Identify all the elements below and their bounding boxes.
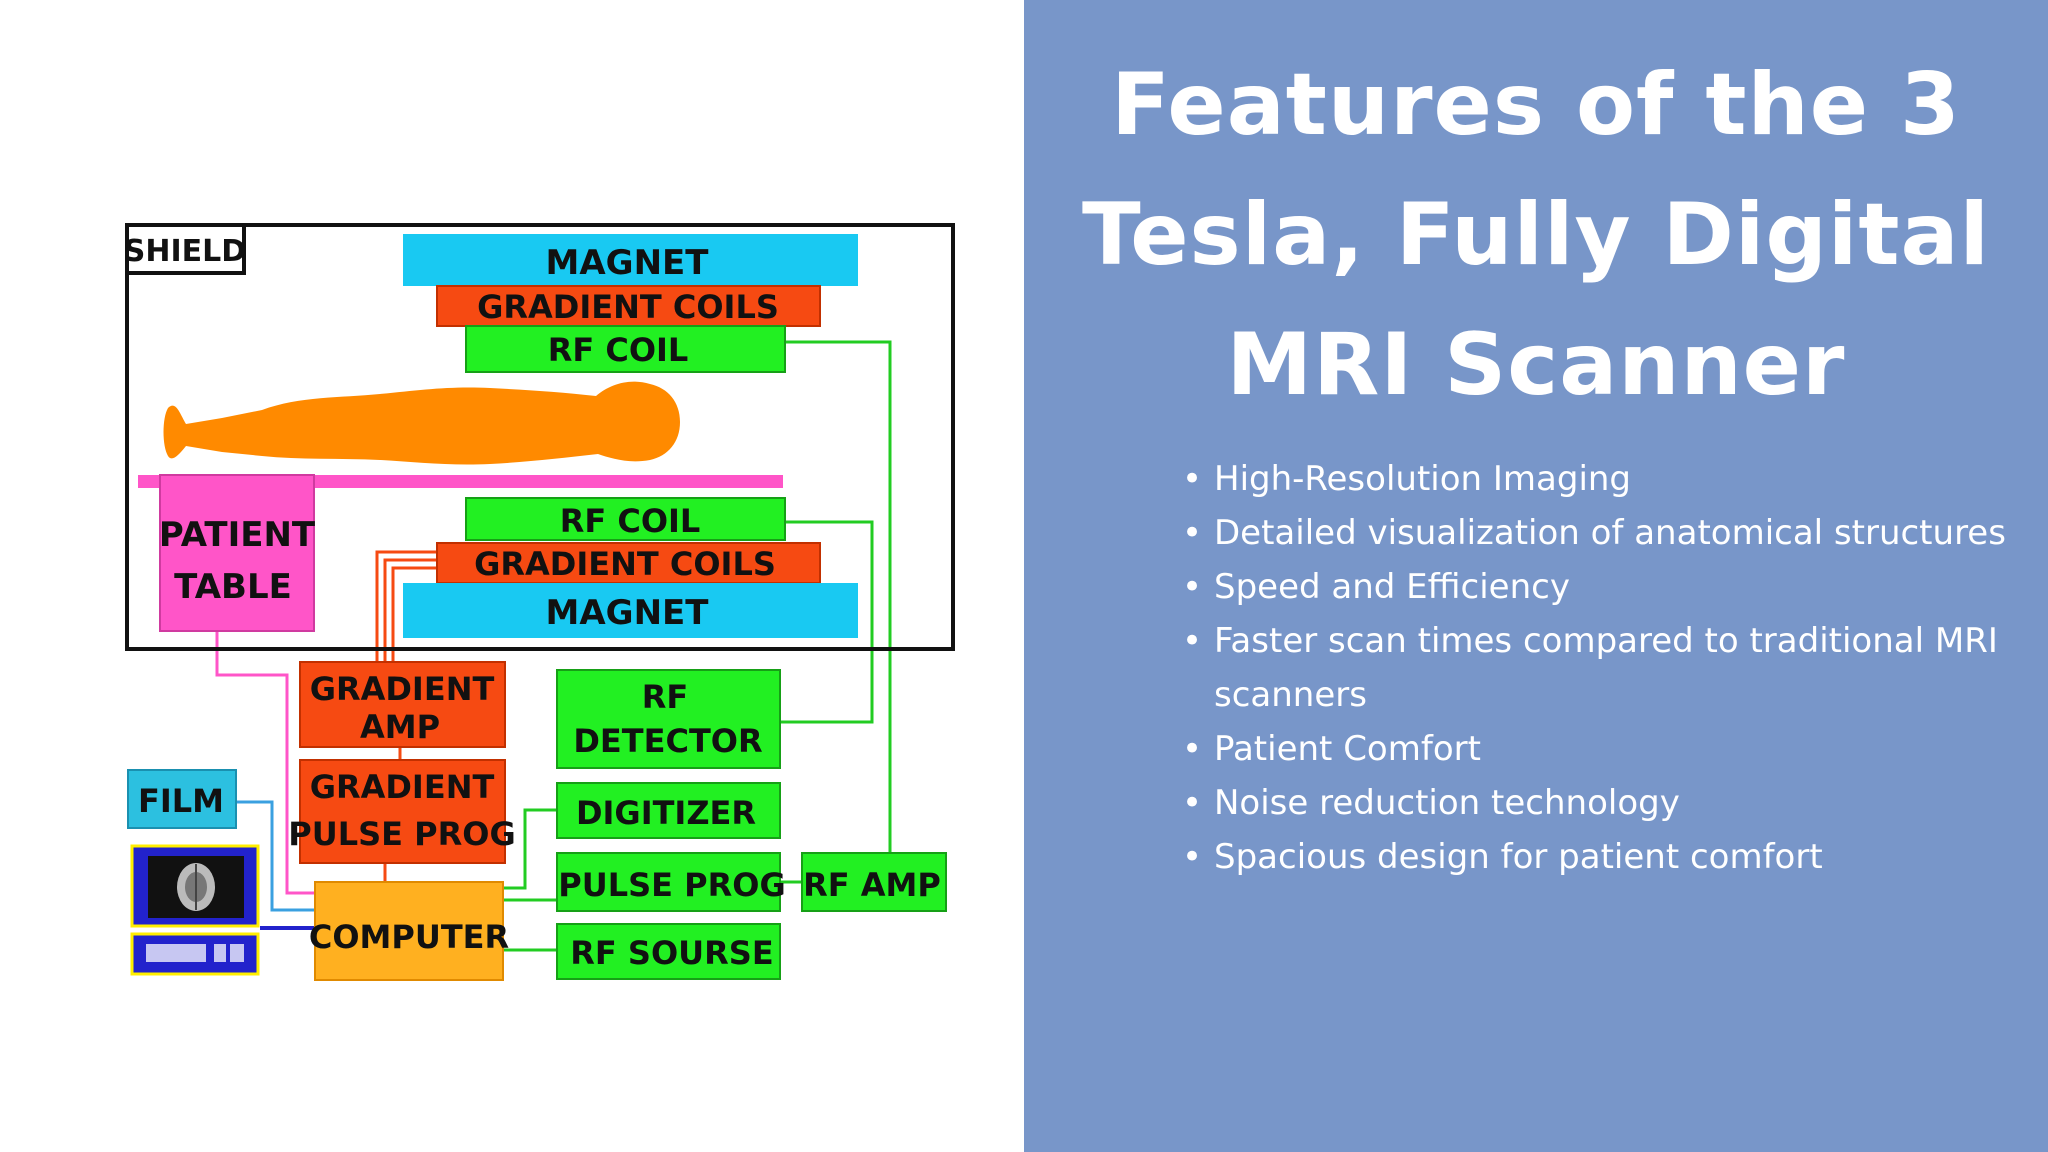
shield-label-box (125, 223, 246, 275)
rf-amp-label: RF AMP (803, 866, 941, 904)
gradient-amp-label-2: AMP (360, 708, 440, 746)
film-label: FILM (138, 782, 224, 820)
rf-coil-bottom-box (465, 497, 786, 541)
rf-detector-box (556, 669, 781, 769)
keyboard-icon (130, 932, 260, 976)
rf-detector-label-2: DETECTOR (573, 722, 762, 760)
rf-amp-box (801, 852, 947, 912)
line-gradcoil-to-gradamp-2 (383, 558, 437, 662)
computer-label: COMPUTER (309, 918, 509, 956)
line-rfcoil-top-to-rfamp (785, 340, 892, 855)
shield-enclosure (125, 223, 955, 651)
rf-source-label: RF SOURSE (570, 934, 773, 972)
line-table-to-computer (215, 632, 315, 895)
feature-item: Spacious design for patient comfort (1182, 830, 2014, 884)
patient-table-box (159, 474, 315, 632)
rf-coil-bottom-label: RF COIL (560, 502, 701, 540)
feature-item: Noise reduction technology (1182, 776, 2014, 830)
line-film-to-computer (236, 800, 315, 912)
shield-label: SHIELD (124, 234, 246, 269)
film-box (127, 769, 237, 829)
digitizer-label: DIGITIZER (576, 794, 756, 832)
rf-detector-label-1: RF (642, 678, 689, 716)
pulse-prog-label: PULSE PROG (558, 866, 785, 904)
magnet-top-label: MAGNET (546, 243, 710, 283)
slide-title: Features of the 3 Tesla, Fully Digital M… (1081, 55, 1991, 415)
pulse-prog-box (556, 852, 781, 912)
mri-block-diagram: SHIELD MAGNET GRADIENT COILS RF COIL PAT… (124, 223, 955, 981)
rf-source-box (556, 923, 781, 980)
magnet-bottom-box (403, 583, 858, 638)
line-gradcoil-to-gradamp-3 (391, 566, 437, 662)
gradient-pulse-prog-label-1: GRADIENT (310, 768, 495, 806)
line-gradcoil-to-gradamp-1 (375, 550, 437, 662)
magnet-bottom-label: MAGNET (546, 593, 710, 633)
gradient-amp-label-1: GRADIENT (310, 670, 495, 708)
content-panel: Features of the 3 Tesla, Fully Digital M… (1024, 0, 2048, 1152)
feature-item: Faster scan times compared to traditiona… (1182, 614, 2014, 722)
line-rfcoil-bottom-to-detector (780, 520, 874, 724)
patient-silhouette-icon (163, 381, 680, 465)
feature-item: Speed and Efficiency (1182, 560, 2014, 614)
computer-box (314, 881, 504, 981)
digitizer-box (556, 782, 781, 839)
signal-lines (215, 340, 892, 952)
patient-table-label-2: TABLE (174, 567, 292, 607)
gradient-coils-bottom-label: GRADIENT COILS (474, 545, 776, 583)
monitor-brain-scan-icon (130, 844, 260, 928)
rf-coil-top-label: RF COIL (548, 331, 689, 369)
feature-item: Patient Comfort (1182, 722, 2014, 776)
patient-table-label-1: PATIENT (159, 515, 316, 555)
diagram-panel: SHIELD MAGNET GRADIENT COILS RF COIL PAT… (123, 223, 955, 981)
gradient-amp-box (299, 661, 506, 748)
gradient-pulse-prog-box (299, 759, 506, 864)
magnet-top-box (403, 234, 858, 286)
feature-list: High-Resolution Imaging Detailed visuali… (1182, 452, 2014, 884)
line-digitizer-to-computer (503, 808, 557, 890)
gradient-coils-top-label: GRADIENT COILS (477, 288, 779, 326)
gradient-pulse-prog-label-2: PULSE PROG (288, 815, 515, 853)
feature-item: Detailed visualization of anatomical str… (1182, 506, 2014, 560)
feature-item: High-Resolution Imaging (1182, 452, 2014, 506)
gradient-coils-top-box (436, 285, 821, 327)
rf-coil-top-box (465, 325, 786, 373)
